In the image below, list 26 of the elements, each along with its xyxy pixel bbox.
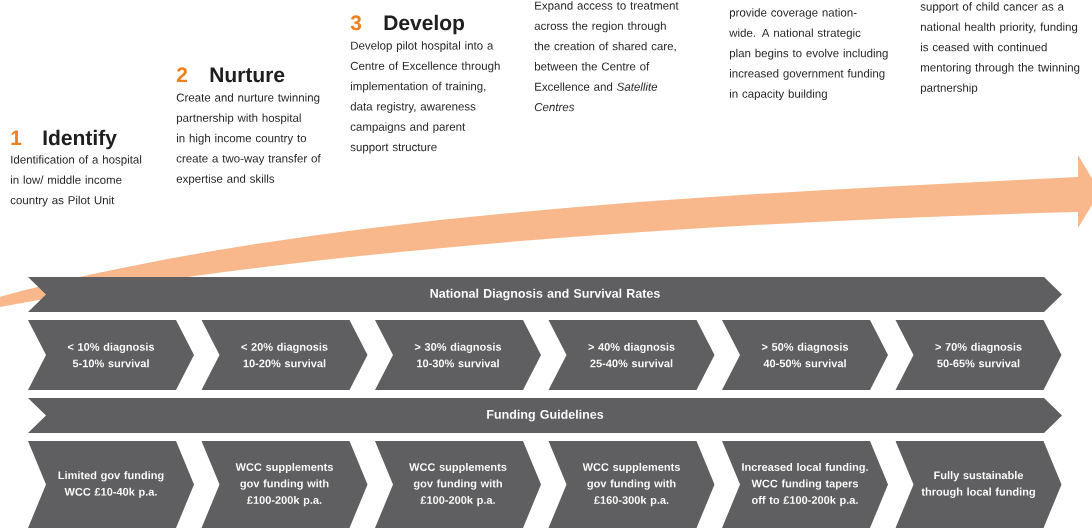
step-description: provide coverage nation-wide. A national strategic plan begins to evolve including increased government funding in capacity building <box>729 8 888 101</box>
step-description: Expand access to treatment across the region through the creation of shared care, between the Centre of Excellence and Satellite Centres <box>534 1 679 112</box>
stage-tile: < 10% diagnosis 5-10% survival <box>28 320 194 390</box>
step-number: 1 <box>11 130 22 145</box>
header-banner: Funding Guidelines <box>28 398 1062 433</box>
stage-tile: < 20% diagnosis 10-20% survival <box>201 320 368 390</box>
stage-tile: > 30% diagnosis 10-30% survival <box>375 320 541 390</box>
stage-tile: > 50% diagnosis 40-50% survival <box>722 320 888 390</box>
step-description: Develop pilot hospital into a Centre of Excellence through implementation of training, data registry, awareness campaigns and parent support structure <box>350 41 500 154</box>
stage-tile: Fully sustainable through local funding <box>895 441 1062 528</box>
stage-tile: Increased local funding. WCC funding tapers off to £100-200k p.a. <box>722 441 888 528</box>
step-heading: Develop <box>384 14 465 35</box>
step-heading: Identify <box>43 129 117 150</box>
step-number: 3 <box>350 15 362 31</box>
stage-tile: WCC supplements gov funding with £100-200k p.a. <box>375 441 541 528</box>
step-number: 2 <box>176 67 188 82</box>
step-description: Create and nurture twinning partnership with hospital in high income country to create a two-way transfer of expertise and skills <box>176 93 321 186</box>
step-description: Identification of a hospital in low/ middle income country as Pilot Unit <box>10 155 142 207</box>
stage-tile: > 40% diagnosis 25-40% survival <box>548 320 715 390</box>
stage-tile: WCC supplements gov funding with £160-300k p.a. <box>548 441 715 528</box>
stage-tile: > 70% diagnosis 50-65% survival <box>895 320 1062 390</box>
stage-tile: WCC supplements gov funding with £100-200k p.a. <box>201 441 368 528</box>
step-description: support of child cancer as a national health priority, funding is ceased with continued mentoring through the twinning partnership <box>920 2 1080 95</box>
stage-tile: Limited gov funding WCC £10-40k p.a. <box>28 441 194 528</box>
header-banner: National Diagnosis and Survival Rates <box>28 277 1062 312</box>
step-heading: Nurture <box>210 67 285 83</box>
